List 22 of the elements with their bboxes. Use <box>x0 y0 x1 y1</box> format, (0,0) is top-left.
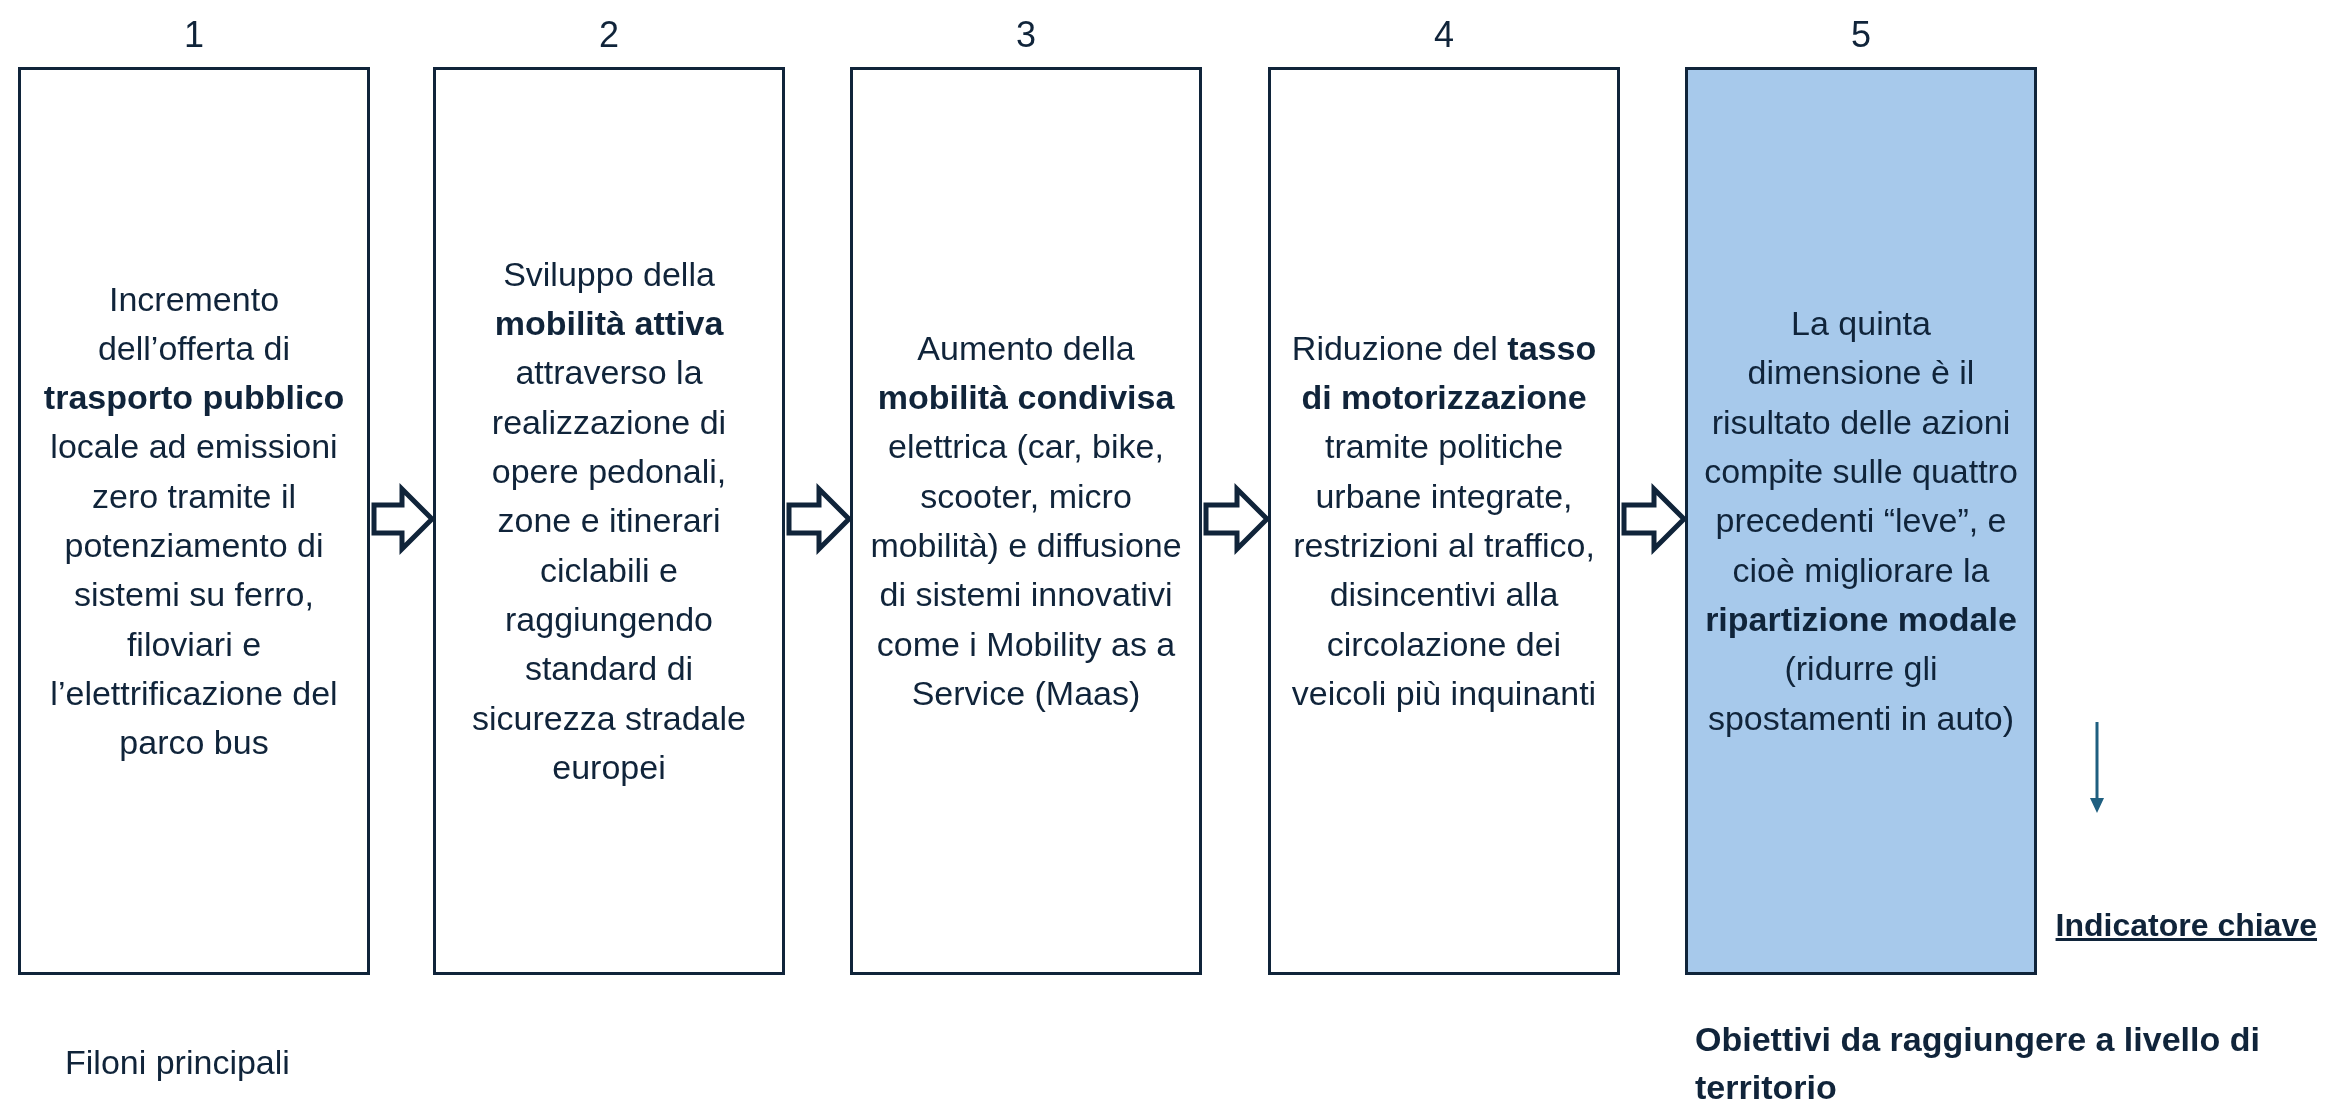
note-text: Indicatore chiave <box>2054 906 2317 945</box>
block-arrow <box>786 482 853 556</box>
step-number: 1 <box>183 13 205 57</box>
step-number: 3 <box>1015 13 1037 57</box>
step-box <box>1268 67 1620 975</box>
step-number: 2 <box>598 13 620 57</box>
step-description: Incremento dell’offerta di trasporto pubblico locale ad emissioni zero tramite il potenziamento di sistemi su ferro, filoviari e l’elettrificazione del parco bus <box>42 278 346 764</box>
step-description: Aumento della mobilità condivisa elettrica (car, bike, scooter, micro mobilità) e diffusione di sistemi innovativi come i Mobility as a Service (Maas) <box>869 327 1183 714</box>
step-description: La quinta dimensione è il risultato delle azioni compite sulle quattro precedenti “leve”, e cioè migliorare la ripartizione modale (ridurre gli spostamenti in auto) <box>1704 303 2018 739</box>
note-text: Filoni principali <box>65 1042 291 1083</box>
step-description: Sviluppo della mobilità attiva attraverso la realizzazione di opere pedonali, zone e itinerari ciclabili e raggiungendo standard di sicurezza stradale europei <box>471 253 747 788</box>
step-box <box>18 67 370 975</box>
note-text: Obiettivi da raggiungere a livello di territorio <box>1695 1019 2261 1108</box>
step-box <box>433 67 785 975</box>
step-box <box>850 67 1202 975</box>
step-box <box>1685 67 2037 975</box>
step-number: 4 <box>1433 13 1455 57</box>
block-arrow <box>1621 482 1688 556</box>
block-arrow <box>371 482 436 556</box>
block-arrow <box>1203 482 1271 556</box>
step-description: Riduzione del tasso di motorizzazione tramite politiche urbane integrate, restrizioni al traffico, disincentivi alla circolazione dei veicoli più inquinanti <box>1290 327 1598 714</box>
step-number: 5 <box>1850 13 1872 57</box>
